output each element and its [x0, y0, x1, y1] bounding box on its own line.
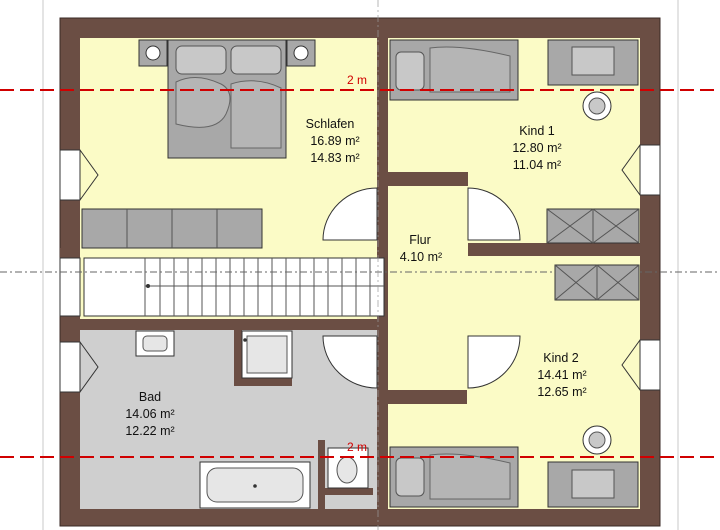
- room-area-total-flur: 4.10 m²: [400, 250, 442, 264]
- room-area-net-kind1: 11.04 m²: [513, 158, 561, 172]
- room-name-flur: Flur: [409, 233, 431, 247]
- room-name-kind2: Kind 2: [543, 351, 578, 365]
- dimension-label-bottom: 2 m: [347, 440, 367, 454]
- wall-flur-bottom: [377, 390, 467, 404]
- wall-kind1-kind2: [468, 243, 640, 256]
- door-kind2: [467, 335, 521, 389]
- label-bad: Bad 14.06 m² 12.22 m²: [125, 390, 174, 438]
- wall-wc-bottom: [318, 488, 373, 495]
- wardrobe-kind2: [554, 264, 640, 301]
- room-area-total-kind2: 14.41 m²: [537, 368, 586, 382]
- bathtub: [199, 461, 311, 509]
- label-kind1: Kind 1 12.80 m² 11.04 m²: [512, 124, 561, 172]
- door-bad: [322, 335, 378, 389]
- dimension-label-top: 2 m: [347, 73, 367, 87]
- label-schlafen: Schlafen 16.89 m² 14.83 m²: [306, 117, 360, 165]
- room-area-total-bad: 14.06 m²: [125, 407, 174, 421]
- wall-wc-left: [318, 440, 325, 509]
- room-area-net-schlafen: 14.83 m²: [310, 151, 359, 165]
- wall-flur-top-post: [454, 172, 468, 186]
- wall-shower: [234, 330, 242, 385]
- room-name-schlafen: Schlafen: [306, 117, 355, 131]
- wall-stub-left: [60, 248, 80, 258]
- room-name-kind1: Kind 1: [519, 124, 554, 138]
- doors: [322, 187, 521, 389]
- wall-flur-top: [377, 172, 467, 186]
- wall-shower-bottom: [234, 378, 292, 386]
- room-flur: [388, 186, 468, 404]
- window-sashes: [79, 144, 641, 393]
- shower: [241, 330, 293, 379]
- wardrobe-kind1: [546, 208, 640, 244]
- nightstands: [138, 39, 316, 67]
- label-kind2: Kind 2 14.41 m² 12.65 m²: [537, 351, 586, 399]
- wardrobe: [81, 208, 263, 249]
- toilet: [327, 447, 369, 489]
- room-area-total-kind1: 12.80 m²: [512, 141, 561, 155]
- room-name-bad: Bad: [139, 390, 161, 404]
- desk-kind1: [547, 39, 639, 121]
- double-bed: [167, 39, 287, 159]
- washbasin: [135, 330, 175, 357]
- label-flur: Flur 4.10 m²: [400, 233, 442, 264]
- door-kind1: [467, 187, 521, 241]
- wall-schlafen-kind1: [377, 38, 388, 188]
- stair-start-dot: [146, 284, 150, 288]
- room-area-total-schlafen: 16.89 m²: [310, 134, 359, 148]
- room-area-net-kind2: 12.65 m²: [537, 385, 586, 399]
- room-area-net-bad: 12.22 m²: [125, 424, 174, 438]
- wall-bad-flur: [377, 330, 388, 410]
- wall-stair-bad: [80, 319, 377, 330]
- desk-kind2: [547, 425, 639, 508]
- door-schlafen: [322, 187, 378, 241]
- staircase: [83, 257, 385, 317]
